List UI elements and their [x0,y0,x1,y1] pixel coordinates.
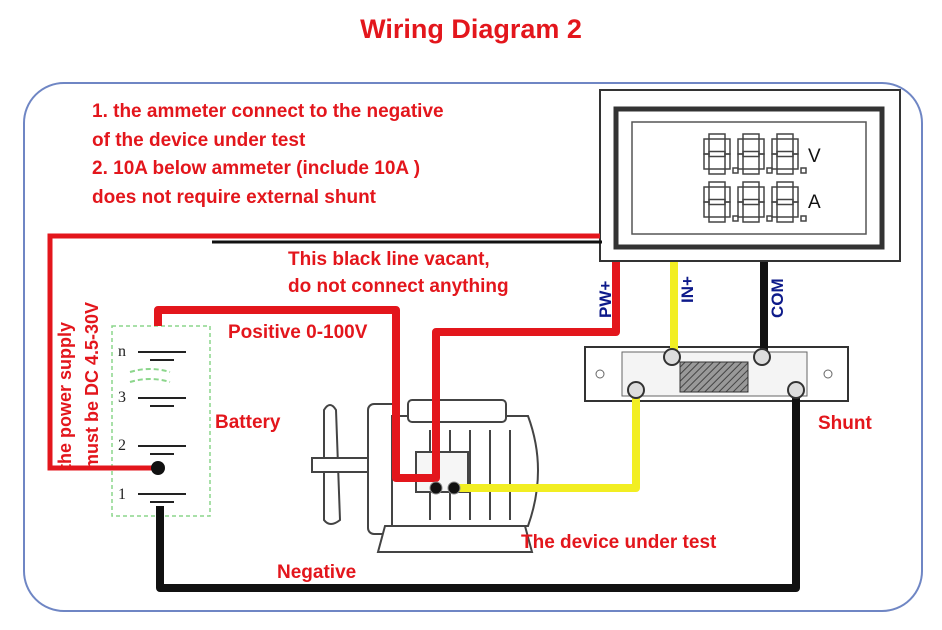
motor-device [311,399,539,553]
digit-point [732,167,739,174]
digit-point [766,167,773,174]
digit-segment [776,181,794,188]
wiring-notes: 1. the ammeter connect to the negative o… [92,98,444,212]
note-line: 2. 10A below ammeter (include 10A ) [92,158,421,179]
digit-segment [708,216,726,223]
digit-segment [708,150,726,158]
battery-cell-label: n [118,343,126,360]
negative-black-wire [156,390,800,592]
positive-label: Positive 0-100V [228,322,368,343]
terminals [151,348,805,495]
digit-segment [708,198,726,206]
diagram-frame [23,82,923,612]
digit-segment [771,138,778,155]
digit-segment [742,198,760,206]
digit-segment [724,201,731,218]
meter-unit-amps: A [808,192,821,213]
digit-point [766,215,773,222]
digit-segment [708,168,726,175]
digit-segment [742,181,760,188]
power-supply-note: the power supply must be DC 4.5-30V [52,302,106,470]
digit-segment [776,198,794,206]
digit-segment [792,201,799,218]
terminal-label-in: IN+ [678,276,697,303]
battery-cell-label: 1 [118,486,126,503]
vacant-line-2: do not connect anything [288,276,509,297]
battery-label: Battery [215,412,281,433]
digit-segment [792,153,799,170]
supply-red-wire [47,233,600,471]
digit-point [732,215,739,222]
digit-segment [742,216,760,223]
shunt [584,346,849,402]
digit-segment [737,186,744,203]
digit-segment [703,186,710,203]
shunt-label: Shunt [818,413,872,434]
terminal-label-com: COM [768,278,787,318]
digit-segment [708,133,726,140]
supply-line-2: must be DC 4.5-30V [82,301,102,470]
battery-cell-label: 2 [118,437,126,454]
digit-segment [742,133,760,140]
digit-segment [758,153,765,170]
positive-red-wire [154,262,620,482]
meter-unit-volts: V [808,146,821,167]
digit-segment [742,168,760,175]
digit-point [800,167,807,174]
digit-segment [776,168,794,175]
vacant-line-1: This black line vacant, [288,249,490,270]
digit-segment [771,186,778,203]
note-line: 1. the ammeter connect to the negative [92,101,444,122]
digit-segment [737,138,744,155]
device-under-test-label: The device under test [521,532,717,553]
digit-segment [758,201,765,218]
digit-segment [776,150,794,158]
digit-segment [724,153,731,170]
digit-segment [742,150,760,158]
digit-segment [703,138,710,155]
digit-segment [776,133,794,140]
battery-cell-label: 3 [118,389,126,406]
meter-digits [703,133,807,223]
note-line: of the device under test [92,129,306,151]
terminal-label-pw: PW+ [596,280,615,318]
note-line: does not require external shunt [92,186,376,208]
digit-segment [776,216,794,223]
supply-line-1: the power supply [55,321,75,470]
diagram-title: Wiring Diagram 2 [360,14,582,44]
digit-point [800,215,807,222]
vacant-line-note: This black line vacant, do not connect a… [288,246,509,300]
device-yellow-wire [456,390,640,492]
battery [111,325,211,517]
negative-label: Negative [277,562,357,583]
voltmeter-ammeter [599,89,901,262]
digit-segment [708,181,726,188]
